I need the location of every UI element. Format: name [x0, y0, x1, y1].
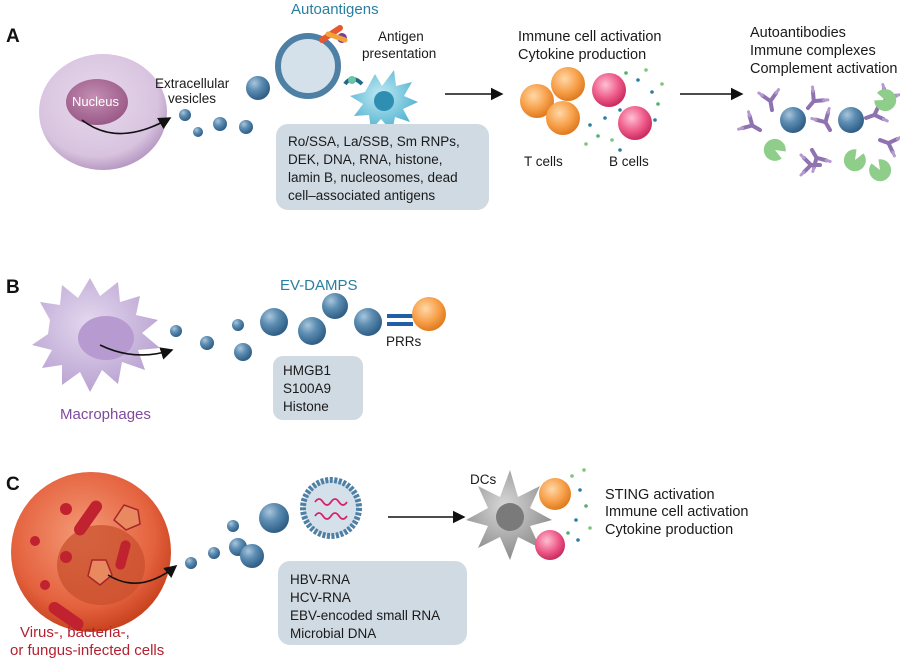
bacterium	[73, 500, 103, 536]
vesicle	[260, 308, 288, 336]
vesicle	[234, 343, 252, 361]
rna-strand	[314, 498, 348, 506]
nucleus-label: Nucleus	[72, 94, 119, 109]
autoantigens-title: Autoantigens	[291, 1, 379, 18]
cargo-item: Microbial DNA	[290, 626, 376, 641]
prr-receptor	[387, 314, 413, 318]
dcs-label: DCs	[470, 472, 496, 487]
immune-complex	[838, 107, 864, 133]
release-arrow-b	[99, 344, 174, 360]
vesicle	[185, 557, 197, 569]
antigen-box	[276, 124, 489, 210]
t-cell	[539, 478, 571, 510]
antigen-presenting-cell	[350, 70, 418, 132]
receptor-cell	[412, 297, 446, 331]
vesicle	[213, 117, 227, 131]
activation-line1: Immune cell activation	[518, 29, 661, 45]
cargo-item: HCV-RNA	[290, 590, 351, 605]
antigen-line: cell–associated antigens	[288, 188, 435, 203]
panel-a: A Autoantigens Nucleus Extracellular ves…	[6, 1, 900, 210]
prr-receptor	[387, 322, 413, 326]
outcome-line1: Autoantibodies	[750, 25, 846, 41]
outcome-line3: Complement activation	[750, 61, 898, 77]
bacterium	[115, 540, 131, 570]
vesicle	[227, 520, 239, 532]
c-outcome-line2: Immune cell activation	[605, 504, 748, 520]
b-cells-label: B cells	[609, 154, 649, 169]
release-arrow-c	[107, 564, 178, 584]
damps-box	[273, 356, 363, 420]
panel-c-label: C	[6, 474, 20, 495]
antigen-line: lamin B, nucleosomes, dead	[288, 170, 458, 185]
vesicle	[193, 127, 203, 137]
vesicle	[322, 293, 348, 319]
panel-c: C Virus-, bacteria-, or fungus-infected …	[6, 468, 748, 659]
cargo-box	[278, 561, 467, 645]
ev-label-line2: vesicles	[168, 91, 216, 106]
vesicle	[200, 336, 214, 350]
vesicle	[240, 544, 264, 568]
ev-damps-title: EV-DAMPS	[280, 277, 358, 294]
viral-capsid	[87, 559, 113, 586]
macrophage-nucleus	[78, 316, 134, 360]
antibodies	[736, 82, 900, 177]
immune-complex	[780, 107, 806, 133]
vesicle	[208, 547, 220, 559]
activation-line2: Cytokine production	[518, 47, 646, 63]
outcome-line2: Immune complexes	[750, 43, 876, 59]
c-outcome-line1: STING activation	[605, 487, 715, 503]
ev-label-line1: Extracellular	[155, 76, 230, 91]
vesicle	[354, 308, 382, 336]
t-cell	[520, 84, 554, 118]
antigen-line: Ro/SSA, La/SSB, Sm RNPs,	[288, 134, 460, 149]
panel-b-label: B	[6, 277, 20, 298]
large-vesicle	[275, 33, 341, 99]
complement-proteins	[759, 86, 900, 186]
cargo-item: EBV-encoded small RNA	[290, 608, 440, 623]
infected-cells-label-line2: or fungus-infected cells	[10, 642, 164, 659]
presented-antigen	[348, 76, 356, 84]
vesicle	[239, 120, 253, 134]
c-outcome-line3: Cytokine production	[605, 522, 733, 538]
t-cells-label: T cells	[524, 154, 563, 169]
damp-item: HMGB1	[283, 363, 331, 378]
cytokines	[584, 68, 664, 152]
antigen-presentation-line1: Antigen	[378, 29, 424, 44]
damp-item: S100A9	[283, 381, 331, 396]
antigen-marker	[325, 31, 348, 43]
t-cell	[551, 67, 585, 101]
antigen-line: DEK, DNA, RNA, histone,	[288, 152, 443, 167]
b-cell	[535, 530, 565, 560]
virus	[30, 503, 72, 590]
cytokines	[566, 468, 592, 542]
vesicle	[170, 325, 182, 337]
release-arrow-a	[81, 117, 172, 135]
b-cell	[618, 106, 652, 140]
cell-nucleus	[66, 79, 128, 125]
viral-capsid	[113, 504, 141, 531]
vesicle	[179, 109, 191, 121]
vesicle	[298, 317, 326, 345]
cargo-item: HBV-RNA	[290, 572, 350, 587]
damp-item: Histone	[283, 399, 329, 414]
rna-vesicle	[300, 477, 362, 539]
dc-nucleus	[496, 503, 524, 531]
antigen-presentation-line2: presentation	[362, 46, 436, 61]
macrophages-label: Macrophages	[60, 406, 151, 423]
vesicle	[232, 319, 244, 331]
prrs-label: PRRs	[386, 334, 422, 349]
panel-a-label: A	[6, 26, 20, 47]
vesicle	[246, 76, 270, 100]
bacterium	[48, 601, 84, 631]
t-cell	[546, 101, 580, 135]
b-cell	[592, 73, 626, 107]
infected-cells-label-line1: Virus-, bacteria-,	[20, 624, 130, 641]
rna-strand	[314, 512, 348, 520]
vesicle	[259, 503, 289, 533]
panel-b: B EV-DAMPS Macrophages PRRs HMGB1 S100A9…	[6, 277, 446, 423]
